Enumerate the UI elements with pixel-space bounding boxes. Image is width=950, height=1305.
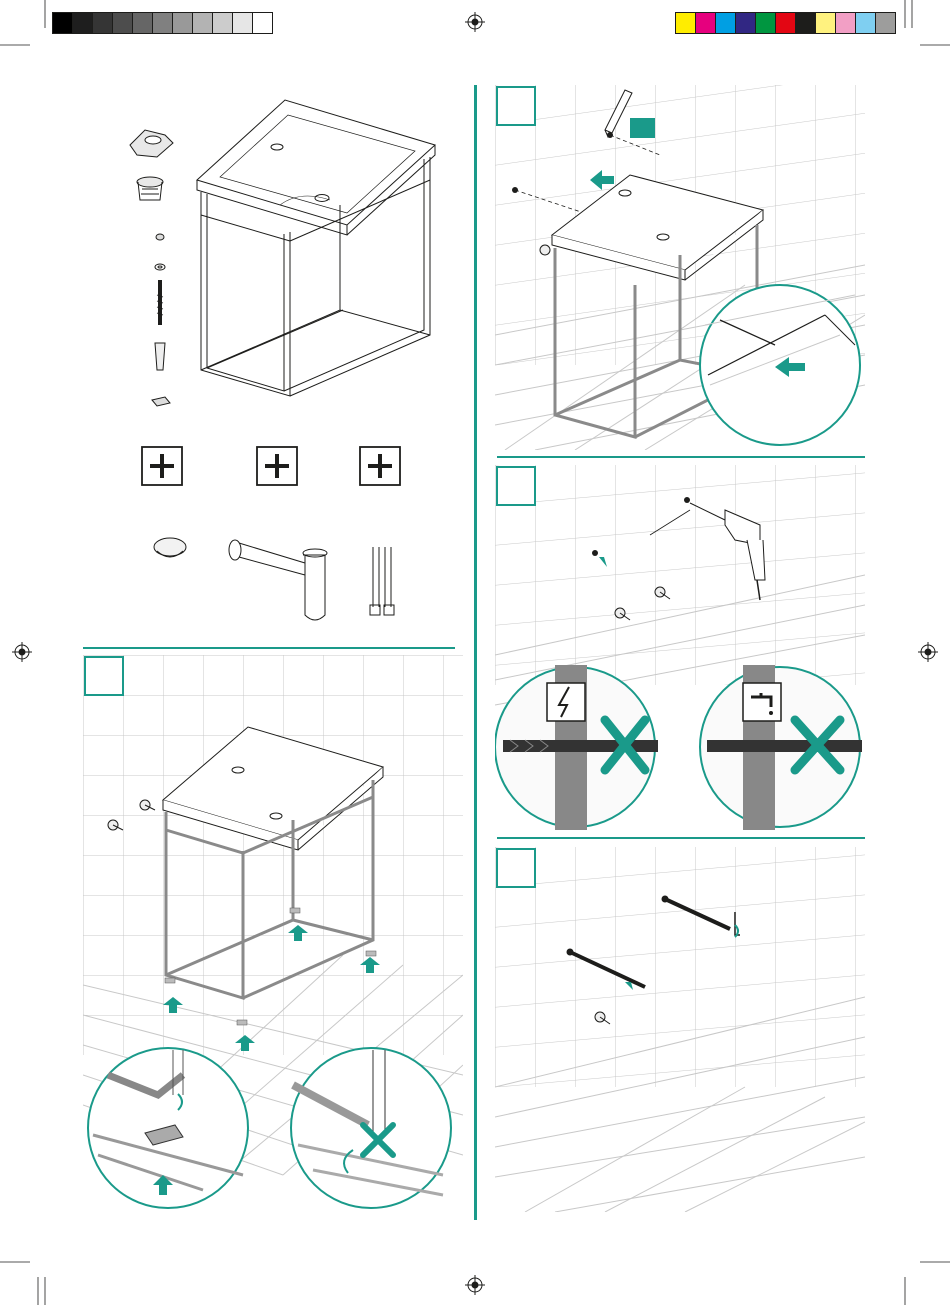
step-2-panel <box>495 85 865 450</box>
color-swatch <box>756 13 776 33</box>
step-1-panel <box>83 655 463 1215</box>
color-swatch <box>253 13 272 33</box>
adhesive-pad-icon <box>152 397 170 406</box>
center-divider <box>474 85 477 1220</box>
plus-box-3-icon <box>360 447 400 485</box>
step-3-detail-left <box>495 665 658 830</box>
color-swatch <box>816 13 836 33</box>
right-divider-1 <box>497 456 865 458</box>
step-3-number-box <box>497 467 535 505</box>
step-1-number-box <box>85 657 123 695</box>
nut-icon <box>156 234 164 240</box>
plus-box-2-icon <box>257 447 297 485</box>
step-2-detail <box>700 285 860 445</box>
color-swatch <box>133 13 153 33</box>
electricity-warning-icon <box>547 683 585 721</box>
color-swatch <box>193 13 213 33</box>
color-swatch <box>716 13 736 33</box>
color-swatch <box>676 13 696 33</box>
wall-plug-icon <box>155 343 165 370</box>
washer-icon <box>155 264 165 270</box>
color-swatch <box>73 13 93 33</box>
color-swatch <box>153 13 173 33</box>
drain-cap-icon <box>154 538 186 557</box>
color-swatch <box>233 13 253 33</box>
color-swatch <box>53 13 73 33</box>
drain-plug-icon <box>137 177 163 200</box>
step-2-number-box <box>497 87 535 125</box>
right-divider-2 <box>497 837 865 839</box>
step-3-detail-right <box>700 665 862 830</box>
color-swatch <box>776 13 796 33</box>
registration-mark-right <box>918 642 938 662</box>
bottle-trap-icon <box>229 540 327 620</box>
color-swatch <box>173 13 193 33</box>
registration-mark-top <box>465 12 485 32</box>
parts-panel <box>85 85 465 640</box>
color-swatch <box>836 13 856 33</box>
step-4-number-box <box>497 849 535 887</box>
registration-mark-bottom <box>465 1275 485 1295</box>
vanity-illustration <box>197 100 435 396</box>
connection-hoses-icon <box>370 547 394 615</box>
left-divider <box>83 647 455 649</box>
hanger-bolt-icon <box>157 280 163 325</box>
process-color-bar <box>675 12 896 34</box>
registration-mark-left <box>12 642 32 662</box>
step-3-panel <box>495 465 865 830</box>
gray-color-bar <box>52 12 273 34</box>
color-swatch <box>93 13 113 33</box>
water-tap-icon <box>743 683 781 721</box>
color-swatch <box>876 13 895 33</box>
step-1-detail-right <box>291 1048 451 1208</box>
color-swatch <box>696 13 716 33</box>
step-4-panel <box>495 847 865 1212</box>
color-swatch <box>736 13 756 33</box>
plus-box-1-icon <box>142 447 182 485</box>
color-swatch <box>213 13 233 33</box>
color-swatch <box>856 13 876 33</box>
color-swatch <box>796 13 816 33</box>
washer-clip-icon <box>130 130 173 157</box>
step-1-detail-left <box>88 1048 248 1208</box>
color-swatch <box>113 13 133 33</box>
